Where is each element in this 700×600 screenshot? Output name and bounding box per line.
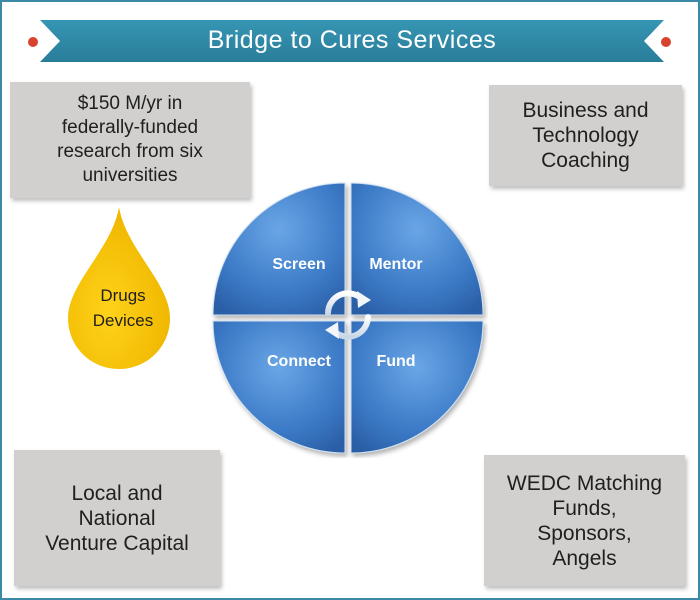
research-box: $150 M/yr in federally-funded research f… — [10, 82, 250, 198]
left-dot-icon — [28, 37, 38, 47]
research-text: $150 M/yr in federally-funded research f… — [57, 93, 203, 186]
drop-label-drugs: Drugs — [100, 286, 146, 305]
cycle-circle — [212, 182, 484, 454]
right-dot-icon — [661, 37, 671, 47]
banner-ribbon — [40, 20, 664, 62]
wedc-box: WEDC Matching Funds, Sponsors, Angels — [484, 455, 685, 586]
title-banner — [40, 20, 664, 62]
segment-label-fund: Fund — [376, 353, 416, 370]
drop-label-devices: Devices — [92, 311, 154, 330]
segment-mentor — [350, 182, 484, 316]
drop-icon — [68, 207, 170, 369]
venture-capital-box: Local and National Venture Capital — [14, 450, 220, 586]
wedc-text: WEDC Matching Funds, Sponsors, Angels — [506, 471, 663, 570]
segment-fund — [350, 320, 484, 454]
segment-screen — [212, 182, 346, 316]
circular-arrows-icon — [325, 290, 371, 340]
coaching-text: Business and Technology Coaching — [522, 99, 649, 172]
segment-label-connect: Connect — [267, 353, 331, 370]
segment-connect — [212, 320, 346, 454]
page-title: Bridge to Cures Services — [207, 26, 497, 54]
coaching-box: Business and Technology Coaching — [489, 85, 682, 186]
venture-capital-text: Local and National Venture Capital — [45, 481, 189, 555]
segment-label-mentor: Mentor — [369, 256, 423, 273]
segment-label-screen: Screen — [272, 256, 326, 273]
